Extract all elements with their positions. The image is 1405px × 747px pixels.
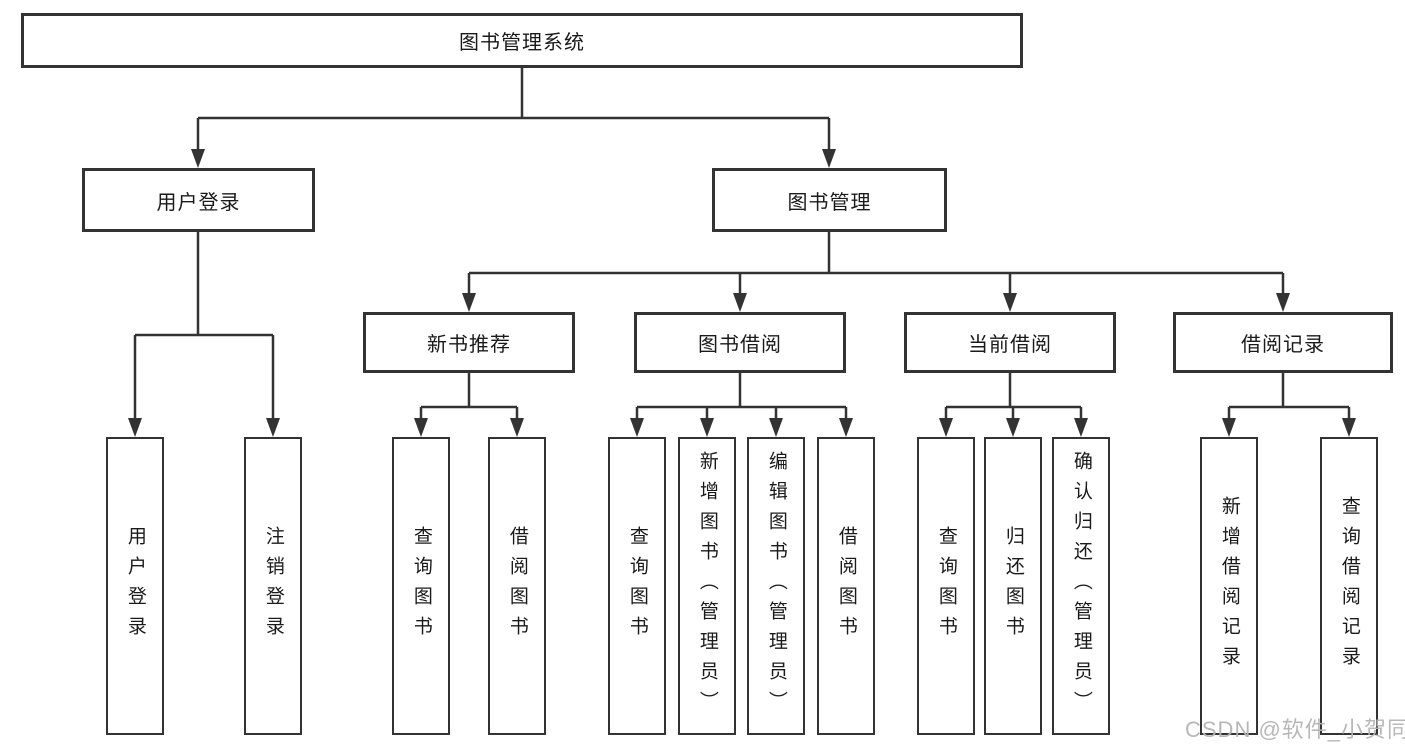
node-label: 新增图书（管理员） xyxy=(696,451,718,721)
node-label: 借阅图书 xyxy=(835,526,857,646)
leaf-query-books-borrowing: 查询图书 xyxy=(608,437,666,735)
node-label: 查询图书 xyxy=(935,526,957,646)
arrowheads xyxy=(128,149,1356,437)
node-label: 查询图书 xyxy=(410,526,432,646)
leaf-logout-login: 注销登录 xyxy=(244,437,302,735)
node-label: 编辑图书（管理员） xyxy=(765,451,787,721)
leaf-borrow-books-borrowing: 借阅图书 xyxy=(817,437,875,735)
leaf-confirm-return-admin: 确认归还（管理员） xyxy=(1052,437,1110,735)
node-label: 用户登录 xyxy=(124,526,146,646)
csdn-watermark: CSDN @软件_小贺同学 xyxy=(1185,717,1405,742)
leaf-user-login: 用户登录 xyxy=(106,437,164,735)
leaf-borrow-books-recommend: 借阅图书 xyxy=(488,437,546,735)
node-borrowing-records: 借阅记录 xyxy=(1173,312,1393,373)
leaf-query-books-recommend: 查询图书 xyxy=(392,437,450,735)
leaf-edit-books-admin: 编辑图书（管理员） xyxy=(747,437,805,735)
node-label: 借阅图书 xyxy=(506,526,528,646)
node-label: 归还图书 xyxy=(1002,526,1024,646)
leaf-return-books: 归还图书 xyxy=(984,437,1042,735)
leaf-query-books-current: 查询图书 xyxy=(917,437,975,735)
node-new-book-recommend: 新书推荐 xyxy=(363,312,575,373)
node-label: 注销登录 xyxy=(262,526,284,646)
node-current-borrowing: 当前借阅 xyxy=(904,312,1116,373)
node-label: 确认归还（管理员） xyxy=(1070,451,1092,721)
node-book-borrowing: 图书借阅 xyxy=(634,312,846,373)
node-label: 查询图书 xyxy=(626,526,648,646)
leaf-query-borrow-record: 查询借阅记录 xyxy=(1320,437,1378,735)
node-label: 新增借阅记录 xyxy=(1218,496,1240,676)
node-user-login: 用户登录 xyxy=(82,168,315,232)
node-root-title: 图书管理系统 xyxy=(21,13,1023,68)
leaf-add-borrow-record: 新增借阅记录 xyxy=(1200,437,1258,735)
leaf-add-books-admin: 新增图书（管理员） xyxy=(678,437,736,735)
node-label: 查询借阅记录 xyxy=(1338,496,1360,676)
node-book-management: 图书管理 xyxy=(712,168,947,232)
